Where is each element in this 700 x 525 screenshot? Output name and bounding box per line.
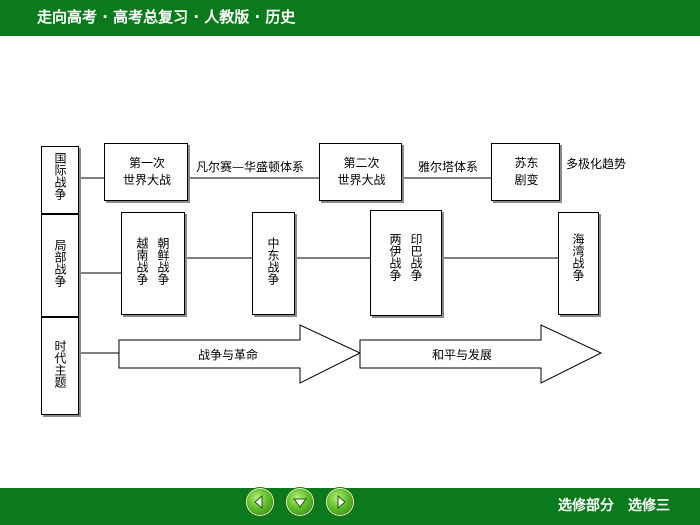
indo-pak-war-text: 印巴战争	[409, 233, 423, 281]
war-revolution-label: 战争与革命	[198, 348, 259, 362]
box-ww2: 第二次 世界大战	[319, 143, 402, 201]
right-arrow-icon	[337, 494, 346, 510]
box-ww1: 第一次 世界大战	[104, 143, 188, 201]
box-gulf-war: 海湾战争	[558, 212, 599, 315]
ww1-line2: 世界大战	[122, 173, 171, 187]
down-arrow-icon	[293, 498, 307, 508]
iran-iraq-war-text: 两伊战争	[388, 233, 402, 281]
box-indopak-iraniraq: 印巴战争 两伊战争	[370, 210, 442, 316]
row2-label-text: 局部战争	[53, 239, 67, 287]
left-arrow-icon	[254, 494, 263, 510]
ww2-line1: 第二次	[343, 156, 380, 170]
row-label-local-war: 局部战争	[41, 214, 79, 317]
multipolar-trend-label: 多极化趋势	[566, 157, 627, 171]
arrow-war-revolution	[118, 324, 362, 384]
row-label-international-war: 国际战争	[41, 146, 79, 214]
gulf-war-text: 海湾战争	[571, 233, 585, 281]
versailles-system-label: 凡尔赛—华盛顿体系	[196, 160, 305, 174]
middle-east-war-text: 中东战争	[266, 237, 280, 285]
row-label-era-theme: 时代主题	[41, 317, 79, 415]
vietnam-war-text: 越南战争	[135, 237, 149, 285]
prev-button[interactable]	[247, 489, 273, 515]
row3-label-text: 时代主题	[53, 340, 67, 388]
soviet-line2: 剧变	[514, 173, 539, 187]
box-soviet-collapse: 苏东 剧变	[491, 143, 560, 201]
soviet-line1: 苏东	[514, 156, 539, 170]
down-button[interactable]	[287, 489, 313, 515]
ww2-line2: 世界大战	[337, 173, 386, 187]
header-bar: 走向高考 · 高考总复习 · 人教版 · 历史	[0, 0, 700, 36]
row1-label-text: 国际战争	[53, 152, 67, 200]
arrow-peace-development	[359, 324, 603, 384]
box-middle-east: 中东战争	[252, 212, 295, 315]
peace-development-label: 和平与发展	[432, 348, 493, 362]
header-title: 走向高考 · 高考总复习 · 人教版 · 历史	[37, 8, 296, 26]
footer-section-label: 选修部分 选修三	[558, 498, 670, 514]
ww1-line1: 第一次	[128, 156, 165, 170]
next-button[interactable]	[327, 489, 353, 515]
korean-war-text: 朝鲜战争	[156, 237, 170, 285]
box-korea-vietnam: 朝鲜战争 越南战争	[121, 212, 185, 315]
yalta-system-label: 雅尔塔体系	[418, 160, 479, 174]
